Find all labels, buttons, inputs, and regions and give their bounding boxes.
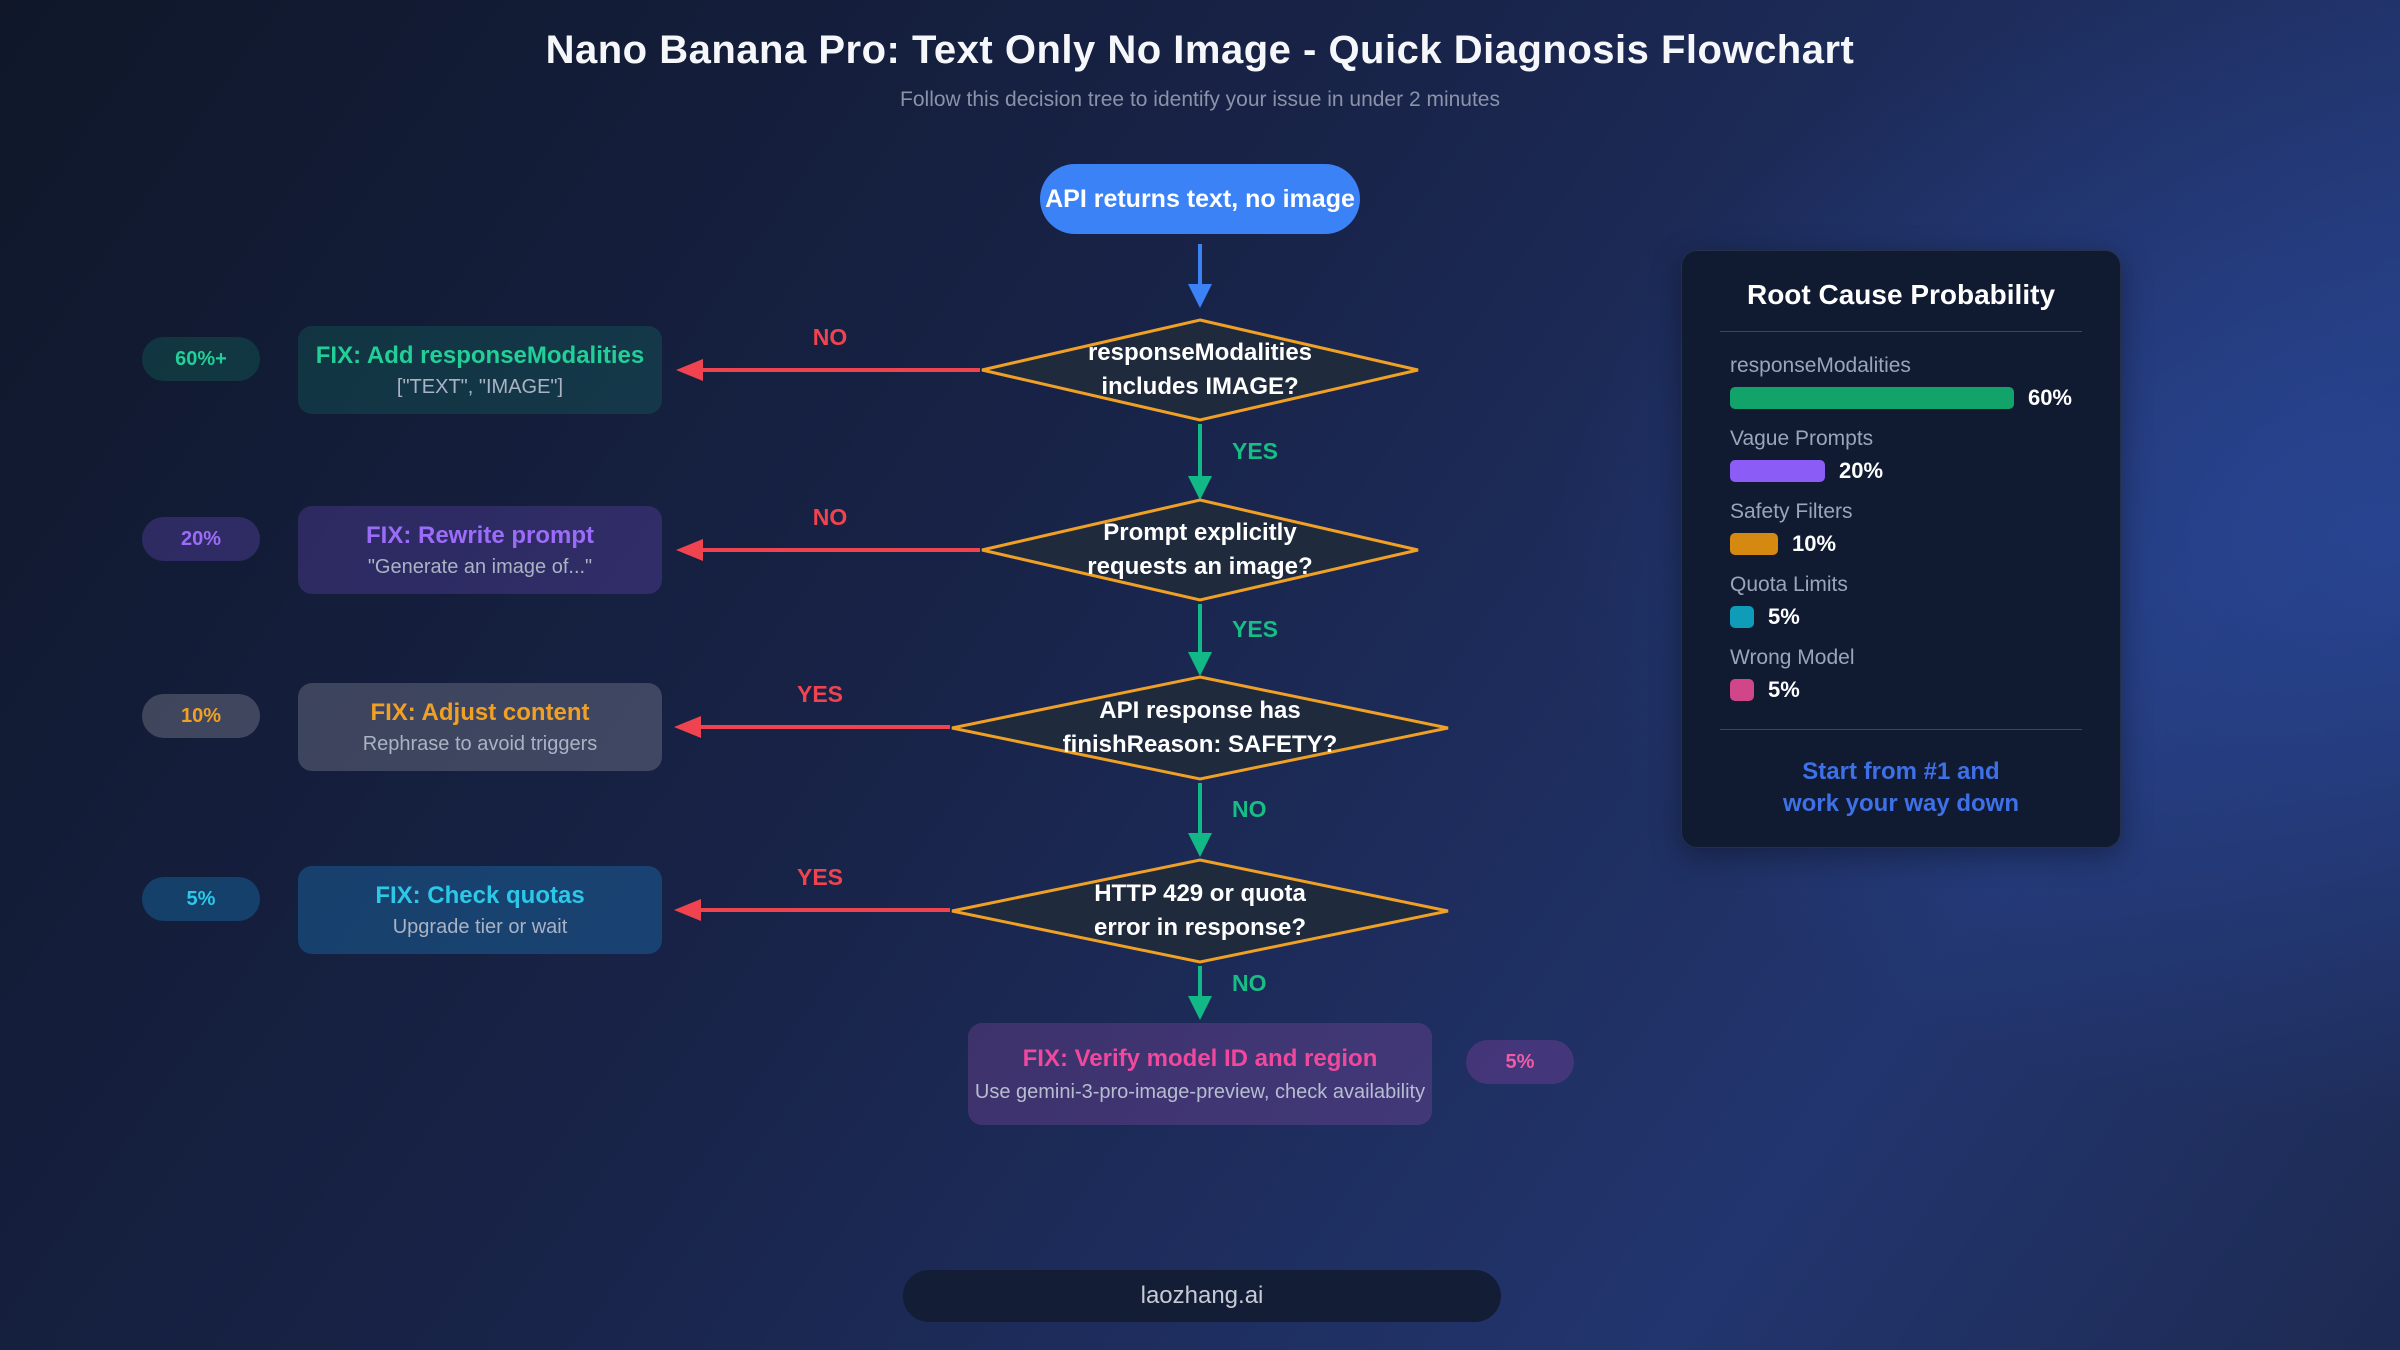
arrow-left-head-icon — [676, 359, 703, 381]
fix-box-response-modalities: FIX: Add responseModalities ["TEXT", "IM… — [298, 326, 662, 414]
branch-label-no: NO — [812, 504, 848, 530]
fix-subtitle: "Generate an image of..." — [367, 555, 593, 578]
decision-question: API response has finishReason: SAFETY? — [1062, 697, 1338, 758]
probability-item: Safety Filters 10% — [1730, 500, 2072, 557]
arrow-down-head-icon — [1188, 996, 1212, 1020]
probability-badge: 20% — [142, 517, 260, 561]
arrow-left-head-icon — [676, 539, 703, 561]
diamond-shape-icon — [951, 858, 1449, 964]
root-cause-panel: Root Cause Probability responseModalitie… — [1681, 250, 2121, 848]
branch-label-yes: YES — [796, 864, 844, 890]
fix-title: FIX: Rewrite prompt — [365, 521, 594, 549]
branch-label-yes: YES — [796, 681, 844, 707]
probability-value: 60% — [2027, 385, 2072, 410]
probability-value: 20% — [1839, 458, 1884, 483]
fix-subtitle: ["TEXT", "IMAGE"] — [396, 375, 564, 398]
fix-title: FIX: Add responseModalities — [315, 341, 645, 369]
probability-label: Safety Filters — [1730, 500, 1853, 523]
probability-item: Vague Prompts 20% — [1730, 427, 2072, 484]
fix-box-adjust-content: FIX: Adjust content Rephrase to avoid tr… — [298, 683, 662, 771]
diamond-shape-icon — [981, 318, 1419, 422]
branch-label-yes: YES — [1232, 438, 1279, 464]
fix-title: FIX: Verify model ID and region — [1022, 1044, 1378, 1072]
fix-title: FIX: Check quotas — [375, 881, 585, 909]
probability-value: 10% — [1792, 531, 1837, 556]
arrow-down-head-icon — [1188, 476, 1212, 500]
arrow-down-head-icon — [1188, 833, 1212, 857]
arrow-no-line — [700, 368, 980, 372]
probability-badge: 5% — [1466, 1040, 1574, 1084]
fix-box-verify-model: FIX: Verify model ID and region Use gemi… — [968, 1023, 1432, 1125]
arrow-down-head-icon — [1188, 652, 1212, 676]
arrow-yes-line — [698, 908, 950, 912]
arrow-no-line — [1198, 783, 1202, 835]
probability-badge: 60%+ — [142, 337, 260, 381]
branch-label-no: NO — [1232, 970, 1267, 996]
arrow-no-line — [1198, 966, 1202, 998]
probability-label: responseModalities — [1730, 354, 1911, 377]
divider — [1720, 331, 2082, 332]
decision-question: HTTP 429 or quota error in response? — [1093, 880, 1307, 941]
branch-label-no: NO — [1232, 796, 1267, 822]
fix-box-rewrite-prompt: FIX: Rewrite prompt "Generate an image o… — [298, 506, 662, 594]
probability-list: responseModalities 60% Vague Prompts 20% Saf… — [1730, 354, 2072, 703]
branch-label-no: NO — [812, 324, 848, 350]
branch-label-yes: YES — [1232, 616, 1279, 642]
probability-item: Quota Limits 5% — [1730, 573, 2072, 630]
page-subtitle: Follow this decision tree to identify yo… — [900, 88, 1500, 111]
probability-item: Wrong Model 5% — [1730, 646, 2072, 703]
decision-question: responseModalities includes IMAGE? — [1087, 339, 1313, 400]
probability-item: responseModalities 60% — [1730, 354, 2072, 411]
arrow-left-head-icon — [674, 899, 701, 921]
arrow-start-head-icon — [1188, 284, 1212, 308]
arrow-yes-line — [1198, 604, 1202, 654]
decision-finish-reason-safety: API response has finishReason: SAFETY? — [950, 675, 1450, 781]
probability-value: 5% — [1768, 677, 1800, 702]
fix-subtitle: Upgrade tier or wait — [392, 915, 568, 938]
decision-question: Prompt explicitly requests an image? — [1087, 519, 1313, 580]
arrow-left-head-icon — [674, 716, 701, 738]
footer-brand-label: laozhang.ai — [1140, 1282, 1264, 1309]
probability-bar — [1730, 533, 1778, 555]
decision-prompt-requests-image: Prompt explicitly requests an image? — [980, 498, 1420, 602]
decision-http-429-quota: HTTP 429 or quota error in response? — [950, 858, 1450, 964]
probability-label: Quota Limits — [1730, 573, 1848, 596]
probability-value: 5% — [1768, 604, 1800, 629]
probability-bar — [1730, 387, 2014, 409]
panel-note: Start from #1 and work your way down — [1782, 758, 2020, 818]
arrow-no-line — [700, 548, 980, 552]
probability-badge: 10% — [142, 694, 260, 738]
panel-title: Root Cause Probability — [1746, 279, 2056, 310]
probability-label: Vague Prompts — [1730, 427, 1874, 450]
fix-subtitle: Rephrase to avoid triggers — [362, 732, 598, 755]
decision-response-modalities: responseModalities includes IMAGE? — [980, 318, 1420, 422]
page-title: Nano Banana Pro: Text Only No Image - Qu… — [545, 28, 1855, 72]
arrow-yes-line — [698, 725, 950, 729]
start-node-label: API returns text, no image — [1045, 184, 1355, 213]
arrow-yes-line — [1198, 424, 1202, 478]
start-node: API returns text, no image — [1040, 164, 1360, 234]
arrow-start-line — [1198, 244, 1202, 286]
fix-title: FIX: Adjust content — [370, 698, 590, 726]
footer-brand: laozhang.ai — [903, 1270, 1501, 1322]
probability-bar — [1730, 460, 1825, 482]
probability-bar — [1730, 606, 1754, 628]
probability-label: Wrong Model — [1730, 646, 1855, 669]
probability-bar — [1730, 679, 1754, 701]
diamond-shape-icon — [981, 498, 1419, 602]
divider — [1720, 729, 2082, 730]
fix-subtitle: Use gemini-3-pro-image-preview, check av… — [974, 1080, 1426, 1103]
diamond-shape-icon — [951, 675, 1449, 781]
fix-box-check-quotas: FIX: Check quotas Upgrade tier or wait — [298, 866, 662, 954]
probability-badge: 5% — [142, 877, 260, 921]
